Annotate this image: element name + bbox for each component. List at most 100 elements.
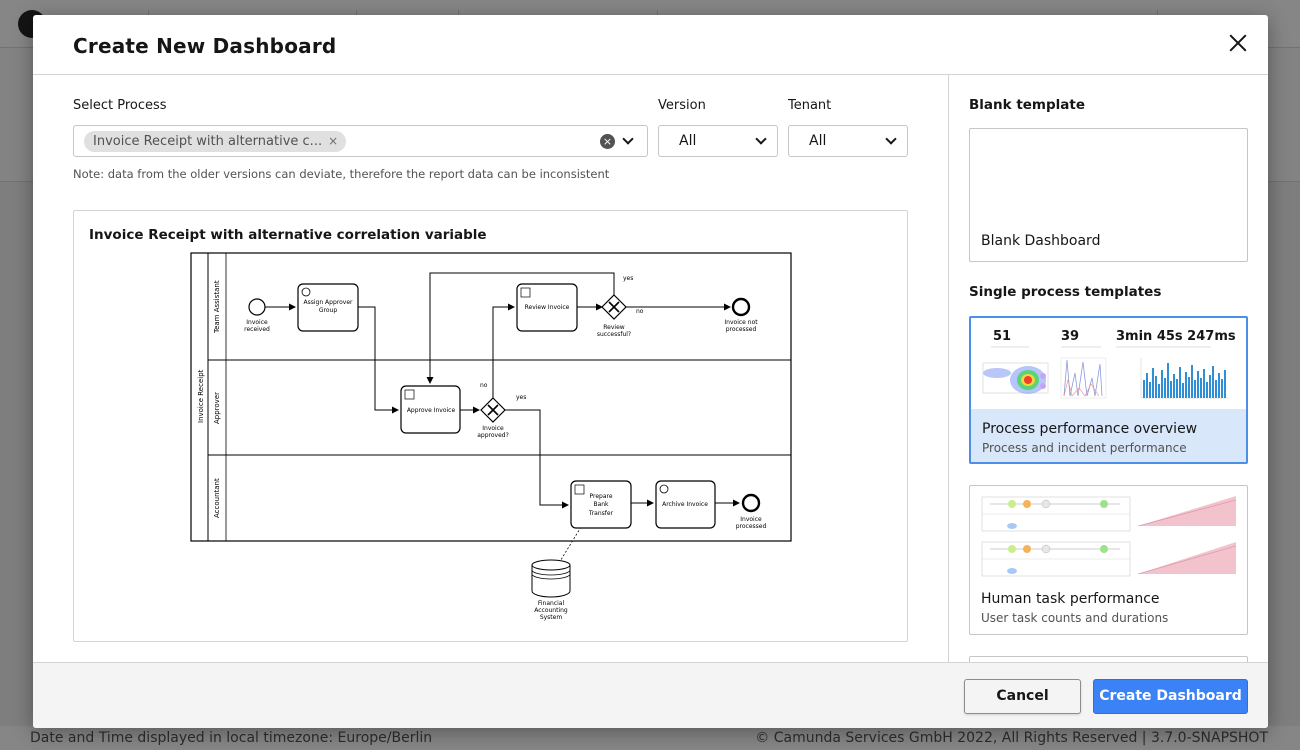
data-association — [558, 526, 582, 564]
timezone-text: Date and Time displayed in local timezon… — [30, 730, 433, 746]
task-label: Review Invoice — [525, 304, 570, 311]
template-name: Process performance overview — [982, 421, 1198, 437]
chip-remove-icon[interactable]: × — [328, 134, 339, 148]
template-blank-dashboard[interactable]: Blank Dashboard — [969, 128, 1248, 262]
task-review-invoice[interactable] — [516, 283, 578, 332]
chevron-down-icon[interactable] — [622, 133, 634, 145]
template-name: Human task performance — [981, 591, 1160, 607]
end-event-label: Invoice not — [724, 319, 758, 326]
user-task-icon — [574, 484, 585, 495]
user-task-icon — [404, 389, 415, 400]
version-select[interactable]: All — [658, 125, 778, 157]
gateway-label: successful? — [597, 331, 631, 338]
sequence-flow — [358, 306, 399, 414]
end-event-label: processed — [726, 326, 757, 333]
bpmn-diagram[interactable]: Invoice Receipt Team Assistant Approver … — [74, 211, 909, 643]
preview-stat: 51 — [993, 329, 1012, 344]
service-task-icon — [659, 484, 669, 494]
chip-label: Invoice Receipt with alternative c... — [93, 134, 323, 149]
select-process-label: Select Process — [73, 98, 167, 113]
lane-label-approver: Approver — [213, 392, 221, 424]
task-label: Bank — [593, 501, 609, 508]
start-event-label: received — [244, 326, 270, 333]
task-label: Transfer — [588, 510, 614, 517]
modal-footer: Cancel Create Dashboard — [33, 662, 1268, 728]
user-task-icon — [520, 287, 531, 298]
gateway-label: Review — [603, 324, 625, 331]
data-store-label: Financial — [538, 600, 565, 607]
bpmn-diagram-card: Invoice Receipt with alternative correla… — [73, 210, 908, 642]
start-event[interactable] — [248, 298, 266, 316]
process-select[interactable]: Invoice Receipt with alternative c... × × — [73, 125, 648, 157]
task-archive-invoice[interactable] — [655, 480, 716, 529]
data-store-top — [531, 559, 571, 571]
template-name: Blank Dashboard — [981, 233, 1101, 249]
create-dashboard-modal: Create New Dashboard Select Process Vers… — [33, 15, 1268, 728]
selected-highlight — [971, 409, 1246, 462]
flow-label-no: no — [480, 382, 488, 389]
copyright-text: © Camunda Services GmbH 2022, All Rights… — [755, 730, 1268, 746]
clear-selection-icon[interactable]: × — [600, 134, 615, 149]
selected-process-chip: Invoice Receipt with alternative c... × — [84, 131, 347, 152]
data-store-label: System — [540, 614, 563, 621]
sequence-flow — [505, 409, 569, 509]
single-process-heading: Single process templates — [969, 284, 1162, 300]
lane-label-accountant: Accountant — [213, 478, 221, 518]
task-label: Assign Approver — [304, 299, 354, 306]
modal-header: Create New Dashboard — [33, 15, 1268, 75]
start-event-label: Invoice — [246, 319, 268, 326]
close-icon[interactable] — [1226, 31, 1250, 55]
version-value: All — [679, 133, 697, 149]
template-human-task-performance[interactable]: Human task performance User task counts … — [969, 485, 1248, 635]
flow-label-yes: yes — [623, 275, 633, 282]
chevron-down-icon — [755, 133, 767, 145]
chevron-down-icon — [885, 133, 897, 145]
end-event-label: Invoice — [740, 516, 762, 523]
template-description: User task counts and durations — [981, 611, 1169, 625]
preview-stat: 39 — [1061, 329, 1080, 344]
task-prepare-bank-transfer[interactable] — [570, 480, 632, 529]
flow-label-yes: yes — [516, 394, 526, 401]
tenant-value: All — [809, 133, 827, 149]
task-approve-invoice[interactable] — [400, 385, 461, 434]
data-store-rings — [531, 569, 571, 580]
gateway-label: Invoice — [482, 425, 504, 432]
task-label: Archive Invoice — [662, 501, 708, 508]
gateway-x-icon — [608, 301, 620, 313]
template-preview-image — [982, 346, 1229, 399]
task-label: Approve Invoice — [407, 407, 456, 414]
flow-label-no: no — [636, 308, 644, 315]
data-store-label: Accounting — [534, 607, 568, 614]
task-assign-approver[interactable] — [297, 283, 359, 332]
sequence-flow — [492, 303, 515, 398]
pool-label: Invoice Receipt — [197, 369, 205, 423]
end-event-processed[interactable] — [741, 493, 761, 513]
lane-label-team-assistant: Team Assistant — [213, 280, 221, 334]
tenant-select[interactable]: All — [788, 125, 908, 157]
tenant-label: Tenant — [788, 98, 832, 113]
version-label: Version — [658, 98, 706, 113]
end-event-not-processed[interactable] — [731, 297, 751, 317]
gateway-label: approved? — [477, 432, 509, 439]
blank-template-heading: Blank template — [969, 97, 1086, 113]
modal-title: Create New Dashboard — [73, 34, 337, 58]
cancel-button[interactable]: Cancel — [964, 679, 1081, 714]
preview-stat: 3min 45s 247ms — [1116, 329, 1236, 344]
template-card-partial[interactable] — [969, 656, 1248, 662]
service-task-icon — [301, 287, 311, 297]
process-selection-panel: Select Process Version Tenant Invoice Re… — [33, 75, 948, 662]
diagram-title: Invoice Receipt with alternative correla… — [89, 227, 487, 243]
task-label: Prepare — [589, 493, 612, 500]
gateway-x-icon — [487, 404, 499, 416]
end-event-label: processed — [736, 523, 767, 530]
version-note: Note: data from the older versions can d… — [73, 167, 610, 181]
template-process-performance[interactable]: 51 39 3min 45s 247ms — [969, 316, 1248, 464]
create-dashboard-button[interactable]: Create Dashboard — [1093, 679, 1248, 714]
sequence-flow — [426, 272, 615, 384]
template-preview-image — [981, 496, 1237, 577]
data-store[interactable] — [531, 565, 571, 598]
templates-panel: Blank template Blank Dashboard Single pr… — [948, 75, 1268, 662]
task-label: Group — [319, 307, 337, 314]
template-description: Process and incident performance — [982, 441, 1187, 455]
app-footer: Date and Time displayed in local timezon… — [0, 726, 1300, 750]
